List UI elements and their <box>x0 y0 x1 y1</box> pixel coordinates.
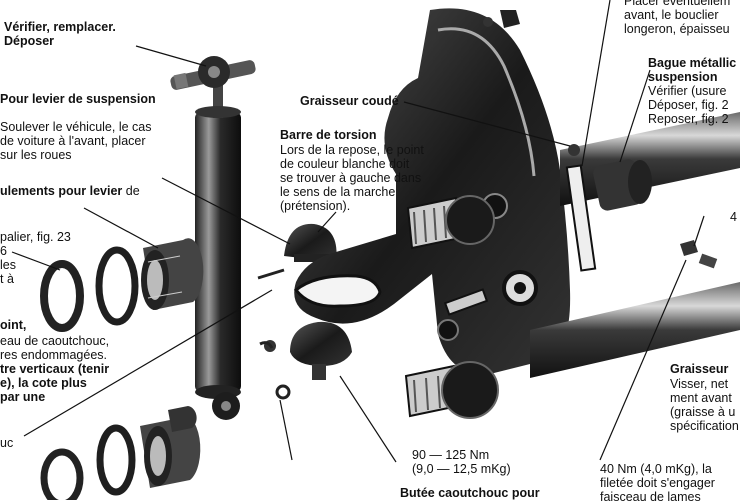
label-torque-1-l1: 90 — 125 Nm <box>412 448 490 462</box>
label-torsion-body-l1: Lors de la repose, le point <box>280 143 424 157</box>
label-top-right-l1: Placer éventuellem <box>624 0 731 8</box>
label-joint-body-l2: res endommagées. <box>0 348 108 362</box>
label-torsion-body-l5: (prétension). <box>280 199 351 213</box>
label-bearing-left-l3: les <box>0 258 16 272</box>
label-graisseur-title: Graisseur <box>670 362 729 376</box>
label-bague-title-l1: Bague métallic <box>648 56 737 70</box>
label-joint-title: oint, <box>0 318 27 332</box>
label-torsion-body: Lors de la repose, le point de couleur b… <box>280 143 424 213</box>
leader-lines <box>11 0 705 463</box>
small-parts <box>257 268 291 400</box>
splined-shafts <box>404 195 499 419</box>
label-bearings-title-l1b: de <box>122 184 140 198</box>
label-bottom-left: uc <box>0 436 14 450</box>
label-top-right-l3: longeron, épaisseu <box>624 22 730 36</box>
label-bearing-left-l1: palier, fig. 23 <box>0 230 71 244</box>
label-lever-body: Soulever le véhicule, le cas de voiture … <box>0 120 151 162</box>
label-bague-body-l3: Reposer, fig. 2 <box>648 112 729 126</box>
label-graisseur-body-l2: ment avant <box>670 391 732 405</box>
label-bague-title-l2: suspension <box>648 70 718 84</box>
label-joint-body-l1: eau de caoutchouc, <box>0 334 110 348</box>
label-bearing-left-l2: 6 <box>0 244 7 258</box>
label-lever-title: Pour levier de suspension <box>0 92 156 106</box>
label-top-right: Placer éventuellem avant, le bouclier lo… <box>624 0 730 36</box>
label-bague-body-l1: Vérifier (usure <box>648 84 727 98</box>
label-bague-body: Vérifier (usure Déposer, fig. 2 Reposer,… <box>648 84 729 126</box>
label-torque-2: 40 Nm (4,0 mKg), la filetée doit s'engag… <box>600 462 715 504</box>
label-joint-body: eau de caoutchouc, res endommagées. tre … <box>0 334 109 404</box>
label-bearing-left-l4: t à <box>0 272 14 286</box>
label-bearings-title: ulements pour levier de <box>0 184 140 198</box>
label-top-left-l1: Vérifier, remplacer. <box>4 20 116 34</box>
label-lever-body-l1: Soulever le véhicule, le cas <box>0 120 152 134</box>
label-graisseur-coude: Graisseur coudé <box>300 94 399 108</box>
label-bearings-title-l1: ulements pour levier <box>0 184 123 198</box>
label-graisseur-body-l1: Visser, net <box>670 377 729 391</box>
label-lever-body-l3: sur les roues <box>0 148 72 162</box>
label-torque-2-l2: filetée doit s'engager <box>600 476 715 490</box>
label-top-left-l2: Déposer <box>4 34 55 48</box>
label-top-left: Vérifier, remplacer. Déposer <box>4 20 116 48</box>
torsion-tube-upper <box>560 112 740 211</box>
rubber-bumper <box>290 321 352 380</box>
label-right-num: 4 <box>730 210 737 224</box>
label-lever-body-l2: de voiture à l'avant, placer <box>0 134 146 148</box>
label-graisseur-body-l3: (graisse à u <box>670 405 736 419</box>
rubber-cap <box>284 223 340 262</box>
shock-absorber <box>170 56 256 420</box>
label-bague-body-l2: Déposer, fig. 2 <box>648 98 729 112</box>
label-torque-1-l2: (9,0 — 12,5 mKg) <box>412 462 511 476</box>
label-graisseur-body-l4: spécification <box>670 419 739 433</box>
label-torque-1: 90 — 125 Nm (9,0 — 12,5 mKg) <box>412 448 511 476</box>
torsion-tube-lower <box>530 282 740 378</box>
label-torque-2-l3: faisceau de lames <box>600 490 701 504</box>
label-joint-body-l4: e), la cote plus <box>0 376 87 390</box>
label-torsion-title: Barre de torsion <box>280 128 377 142</box>
label-top-right-l2: avant, le bouclier <box>624 8 719 22</box>
label-torque-2-l1: 40 Nm (4,0 mKg), la <box>600 462 712 476</box>
label-joint-body-l3: tre verticaux (tenir <box>0 362 110 376</box>
bearing-rings-lower <box>40 406 201 500</box>
label-torsion-body-l4: le sens de la marche <box>280 185 396 199</box>
label-bearing-left: palier, fig. 23 6 les t à <box>0 230 71 286</box>
bearing-rings-upper <box>40 238 204 332</box>
bolt-and-clamp <box>427 10 718 316</box>
label-graisseur-body: Visser, net ment avant (graisse à u spéc… <box>670 377 739 433</box>
label-torsion-body-l2: de couleur blanche doit <box>280 157 410 171</box>
label-bottom-center: Butée caoutchouc pour <box>400 486 540 500</box>
label-joint-body-l5: par une <box>0 390 46 404</box>
suspension-arm <box>293 8 571 375</box>
label-bague-title: Bague métallic suspension <box>648 56 736 84</box>
label-torsion-body-l3: se trouver à gauche dans <box>280 171 422 185</box>
